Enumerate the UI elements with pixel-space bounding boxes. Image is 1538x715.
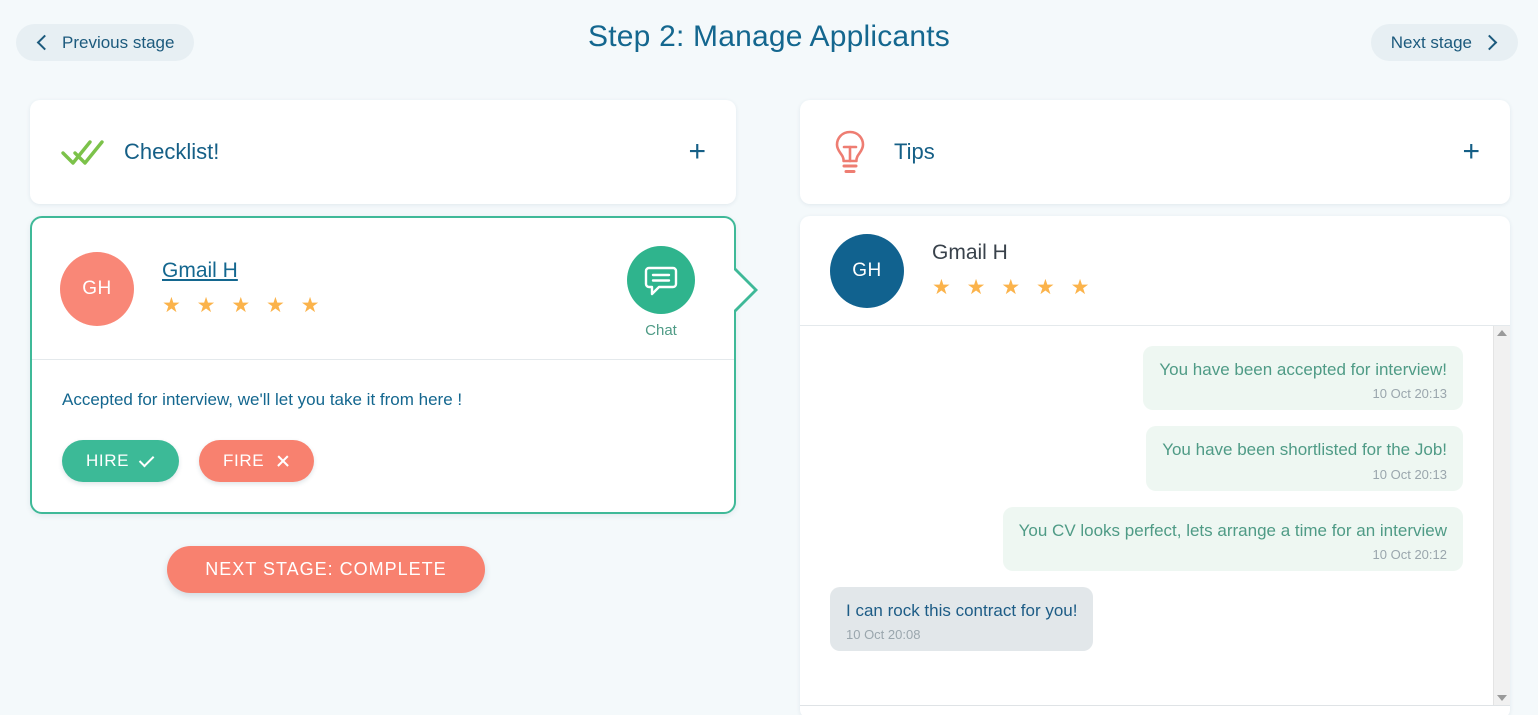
avatar: GH <box>830 233 904 308</box>
tips-expand-icon[interactable]: + <box>1462 135 1480 168</box>
next-stage-row: NEXT STAGE: COMPLETE <box>30 546 736 593</box>
applicant-card[interactable]: GH Gmail H ★ ★ ★ ★ ★ Ch <box>30 216 758 514</box>
scroll-down-arrow-icon[interactable] <box>1497 695 1507 701</box>
chat-message-bubble[interactable]: You CV looks perfect, lets arrange a tim… <box>1002 506 1463 571</box>
hire-button[interactable]: HIRE <box>62 440 180 482</box>
next-stage-button[interactable]: Next stage <box>1370 24 1518 61</box>
chat-message-text: You have been shortlisted for the Job! <box>1162 440 1447 460</box>
chevron-right-icon <box>1481 34 1498 51</box>
next-stage-label: Next stage <box>1390 32 1472 52</box>
chat-panel: GH Gmail H ★ ★ ★ ★ ★ You have been accep… <box>800 216 1510 715</box>
chat-message-bubble[interactable]: I can rock this contract for you! 10 Oct … <box>830 586 1094 651</box>
previous-stage-button[interactable]: Previous stage <box>16 24 195 61</box>
applicant-card-body: Accepted for interview, we'll let you ta… <box>32 360 734 512</box>
chat-message-row: You CV looks perfect, lets arrange a tim… <box>830 506 1463 571</box>
chat-message-list: You have been accepted for interview! 10 … <box>800 326 1493 705</box>
chat-contact-rating: ★ ★ ★ ★ ★ <box>932 276 1095 299</box>
applicant-name-link[interactable]: Gmail H <box>162 259 238 282</box>
applicant-rating: ★ ★ ★ ★ ★ <box>162 294 325 317</box>
next-stage-complete-button[interactable]: NEXT STAGE: COMPLETE <box>167 546 485 593</box>
applicant-card-header: GH Gmail H ★ ★ ★ ★ ★ Ch <box>32 218 734 360</box>
fire-button[interactable]: FIRE <box>199 440 315 482</box>
chat-message-text: You have been accepted for interview! <box>1159 360 1447 379</box>
double-check-icon <box>60 138 112 166</box>
avatar: GH <box>60 251 134 326</box>
chat-panel-header: GH Gmail H ★ ★ ★ ★ ★ <box>800 216 1510 326</box>
chat-message-bubble[interactable]: You have been accepted for interview! 10 … <box>1143 346 1463 411</box>
right-column: Tips + GH Gmail H ★ ★ ★ ★ ★ You have bee… <box>800 100 1510 715</box>
chat-message-text: You CV looks perfect, lets arrange a tim… <box>1018 520 1447 540</box>
chat-bubble-icon <box>627 246 695 314</box>
chat-scroll-area: You have been accepted for interview! 10 … <box>800 326 1510 705</box>
applicant-actions: HIRE FIRE <box>62 440 706 482</box>
hire-label: HIRE <box>86 451 130 470</box>
check-icon <box>138 451 155 468</box>
chat-message-row: I can rock this contract for you! 10 Oct … <box>830 586 1463 651</box>
page-header: Previous stage Step 2: Manage Applicants… <box>0 0 1538 84</box>
chat-input-area[interactable] <box>800 705 1510 715</box>
applicant-status-text: Accepted for interview, we'll let you ta… <box>62 390 463 409</box>
lightbulb-icon <box>830 129 882 175</box>
close-icon <box>276 454 290 468</box>
chat-message-row: You have been shortlisted for the Job! 10… <box>830 426 1463 491</box>
chat-contact-identity: Gmail H ★ ★ ★ ★ ★ <box>932 241 1094 300</box>
scroll-up-arrow-icon[interactable] <box>1497 330 1507 336</box>
previous-stage-label: Previous stage <box>62 32 175 52</box>
chat-message-timestamp: 10 Oct 20:13 <box>1372 466 1447 482</box>
applicant-identity: Gmail H ★ ★ ★ ★ ★ <box>162 259 324 318</box>
chat-message-timestamp: 10 Oct 20:13 <box>1372 386 1447 402</box>
chat-message-text: I can rock this contract for you! <box>846 600 1078 620</box>
left-column: Checklist! + GH Gmail H ★ ★ ★ ★ ★ <box>30 100 758 715</box>
chat-button-label: Chat <box>645 322 677 339</box>
chat-message-row: You have been accepted for interview! 10 … <box>830 346 1463 411</box>
tips-title: Tips <box>894 139 935 164</box>
chat-message-bubble[interactable]: You have been shortlisted for the Job! 10… <box>1146 426 1463 491</box>
checklist-accordion[interactable]: Checklist! + <box>30 100 736 204</box>
page-title: Step 2: Manage Applicants <box>588 20 950 53</box>
checklist-expand-icon[interactable]: + <box>688 135 706 168</box>
checklist-title: Checklist! <box>124 139 220 164</box>
chat-message-timestamp: 10 Oct 20:08 <box>846 627 921 642</box>
chat-message-timestamp: 10 Oct 20:12 <box>1372 546 1447 562</box>
chat-button[interactable]: Chat <box>626 246 696 339</box>
fire-label: FIRE <box>223 451 265 470</box>
tips-accordion[interactable]: Tips + <box>800 100 1510 204</box>
applicant-card-wrapper: GH Gmail H ★ ★ ★ ★ ★ Ch <box>30 216 758 514</box>
card-pointer-fill <box>730 266 754 314</box>
chat-contact-name: Gmail H <box>932 241 1008 264</box>
chat-scrollbar[interactable] <box>1493 326 1510 705</box>
main-columns: Checklist! + GH Gmail H ★ ★ ★ ★ ★ <box>0 84 1538 715</box>
